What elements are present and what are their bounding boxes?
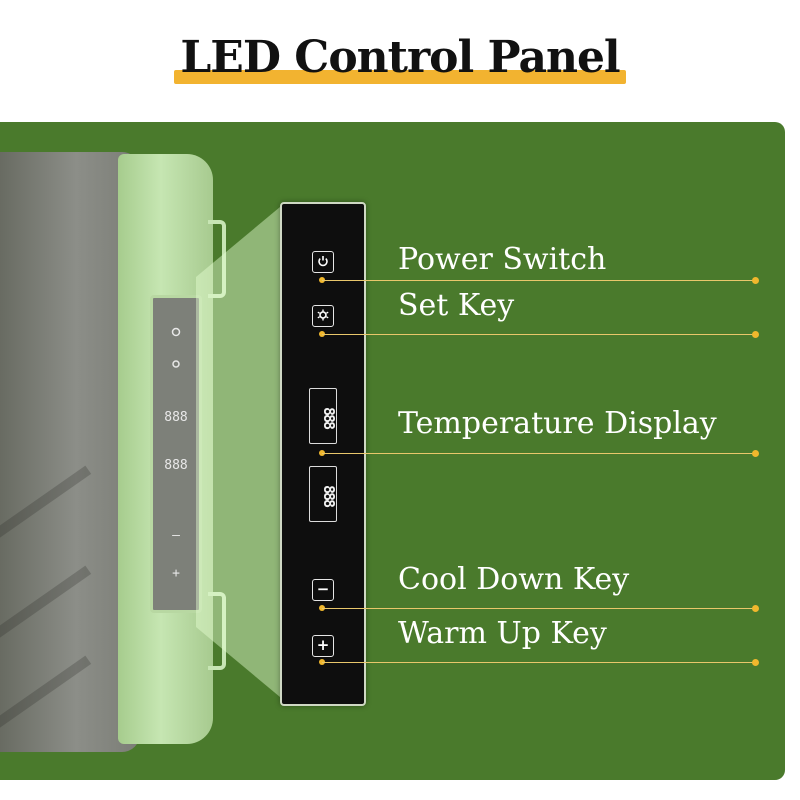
mini-display-top: 888 [164, 410, 188, 425]
leader-line-warm [322, 662, 756, 663]
label-set-key: Set Key [398, 288, 515, 323]
label-cool-down-key: Cool Down Key [398, 562, 630, 597]
power-icon [153, 326, 199, 341]
shell-handle-bottom [208, 592, 226, 670]
device-stripe [0, 565, 92, 649]
leader-end-dot [752, 277, 759, 284]
leader-line-cool [322, 608, 756, 609]
zoom-beam [196, 202, 286, 702]
label-warm-up-key: Warm Up Key [398, 616, 607, 651]
set-key[interactable] [312, 305, 334, 327]
leader-end-dot [752, 605, 759, 612]
device-stripe [0, 465, 92, 549]
mini-display-bottom: 888 [164, 458, 188, 473]
device-body [0, 152, 140, 752]
title-container: LED Control Panel [0, 30, 800, 86]
leader-end-dot [752, 331, 759, 338]
mini-plus-glyph: + [172, 566, 180, 581]
label-temperature-display: Temperature Display [398, 406, 717, 441]
leader-end-dot [752, 450, 759, 457]
power-icon [318, 256, 328, 267]
device-mini-panel: 888 888 – + [150, 295, 202, 613]
label-power-switch: Power Switch [398, 242, 607, 277]
warm-up-key[interactable]: + [312, 635, 334, 657]
settings-icon [153, 358, 199, 373]
leader-line-temperature [322, 453, 756, 454]
shell-handle-top [208, 220, 226, 298]
settings-icon [317, 309, 329, 321]
page-title-text: LED Control Panel [180, 32, 620, 83]
page-title: LED Control Panel [174, 30, 626, 86]
leader-end-dot [752, 659, 759, 666]
cool-down-key[interactable]: − [312, 579, 334, 601]
temperature-display-top: 888 [309, 388, 338, 444]
product-background: 888 888 – + 888 888 − + [0, 122, 785, 780]
device-stripe [0, 655, 92, 739]
power-switch-key[interactable] [312, 251, 334, 273]
temperature-display-bottom: 888 [309, 466, 338, 522]
leader-line-set [322, 334, 756, 335]
leader-line-power [322, 280, 756, 281]
mini-minus-glyph: – [172, 528, 180, 543]
